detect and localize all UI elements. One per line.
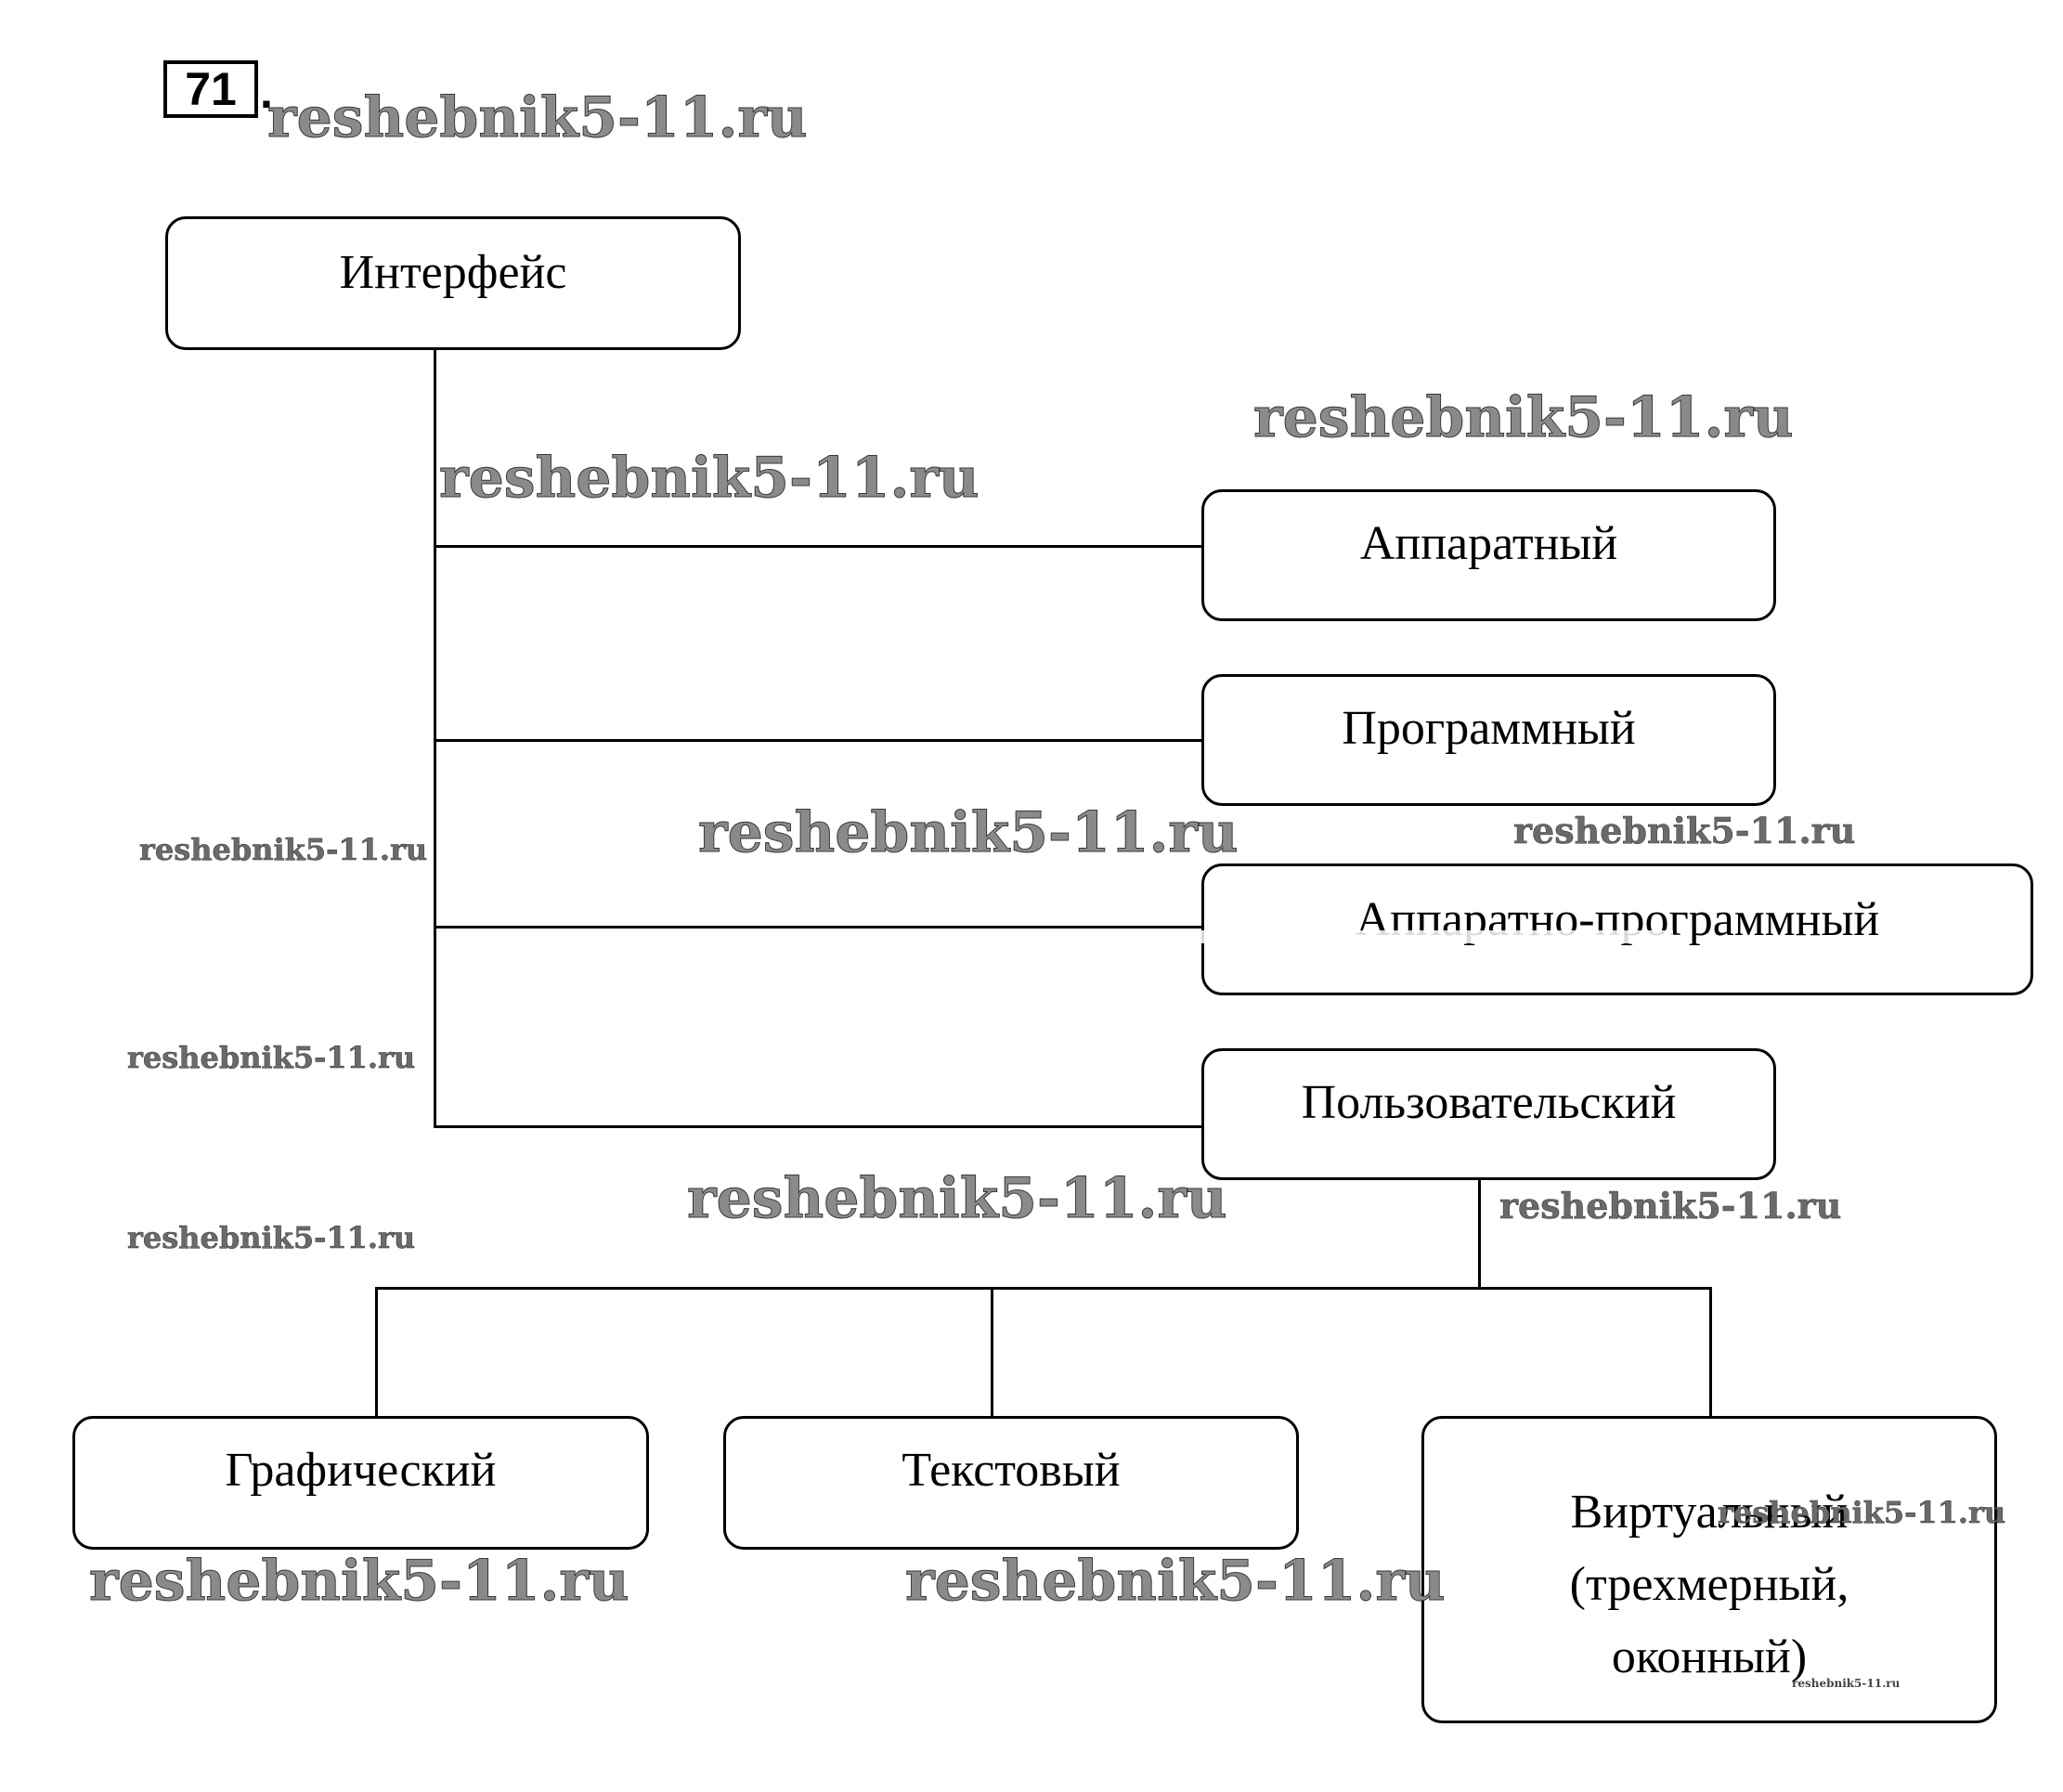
node-virtual-label-line1: Виртуальный bbox=[1570, 1485, 1849, 1539]
node-virtual: Виртуальный (трехмерный, оконный) bbox=[1421, 1416, 1997, 1723]
watermark: reshebnik5-11.ru bbox=[687, 1166, 1228, 1232]
task-number-box: 71 bbox=[163, 60, 258, 118]
node-virtual-label-line3: оконный) bbox=[1611, 1630, 1808, 1683]
user-down-line bbox=[1478, 1178, 1481, 1290]
drop-line-virtual bbox=[1709, 1287, 1712, 1417]
node-graphic: Графический bbox=[72, 1416, 649, 1550]
children-bar-line bbox=[375, 1287, 1712, 1290]
watermark: reshebnik5-11.ru bbox=[439, 446, 980, 512]
node-interface-label: Интерфейс bbox=[339, 246, 567, 299]
drop-line-text bbox=[991, 1287, 993, 1417]
node-user-label: Пользовательский bbox=[1301, 1076, 1677, 1129]
node-virtual-label-line2: (трехмерный, bbox=[1569, 1557, 1849, 1611]
watermark: reshebnik5-11.ru bbox=[267, 85, 809, 151]
node-hardware-label: Аппаратный bbox=[1359, 517, 1618, 570]
watermark: reshebnik5-11.ru bbox=[127, 1040, 416, 1076]
node-text: Текстовый bbox=[723, 1416, 1299, 1550]
branch-line-hardware bbox=[434, 545, 1203, 548]
watermark: reshebnik5-11.ru bbox=[127, 1220, 416, 1256]
watermark: reshebnik5-11.ru bbox=[1792, 1677, 1901, 1690]
branch-line-hardware-software bbox=[434, 926, 1203, 928]
watermark: reshebnik5-11.ru bbox=[89, 1549, 630, 1615]
task-number-dot: . bbox=[260, 66, 273, 118]
watermark: reshebnik5-11.ru bbox=[1499, 1185, 1842, 1227]
node-software: Программный bbox=[1201, 674, 1776, 806]
branch-line-software bbox=[434, 739, 1203, 742]
watermark: reshebnik5-11.ru bbox=[905, 1549, 1447, 1615]
watermark: reshebnik5-11.ru bbox=[1513, 810, 1856, 852]
node-interface: Интерфейс bbox=[165, 216, 741, 350]
node-hardware: Аппаратный bbox=[1201, 489, 1776, 621]
branch-line-user bbox=[434, 1125, 1203, 1128]
scan-glitch bbox=[438, 930, 1673, 943]
drop-line-graphic bbox=[375, 1287, 378, 1417]
node-text-label: Текстовый bbox=[902, 1444, 1121, 1497]
node-graphic-label: Графический bbox=[225, 1444, 497, 1497]
node-software-label: Программный bbox=[1342, 702, 1636, 755]
node-user: Пользовательский bbox=[1201, 1048, 1776, 1180]
watermark: reshebnik5-11.ru bbox=[1718, 1495, 2006, 1531]
watermark: reshebnik5-11.ru bbox=[139, 832, 428, 868]
trunk-line bbox=[434, 349, 436, 1127]
watermark: reshebnik5-11.ru bbox=[698, 800, 1239, 866]
watermark: reshebnik5-11.ru bbox=[1253, 385, 1795, 451]
node-hardware-software: Аппаратно-программный bbox=[1201, 864, 2033, 995]
